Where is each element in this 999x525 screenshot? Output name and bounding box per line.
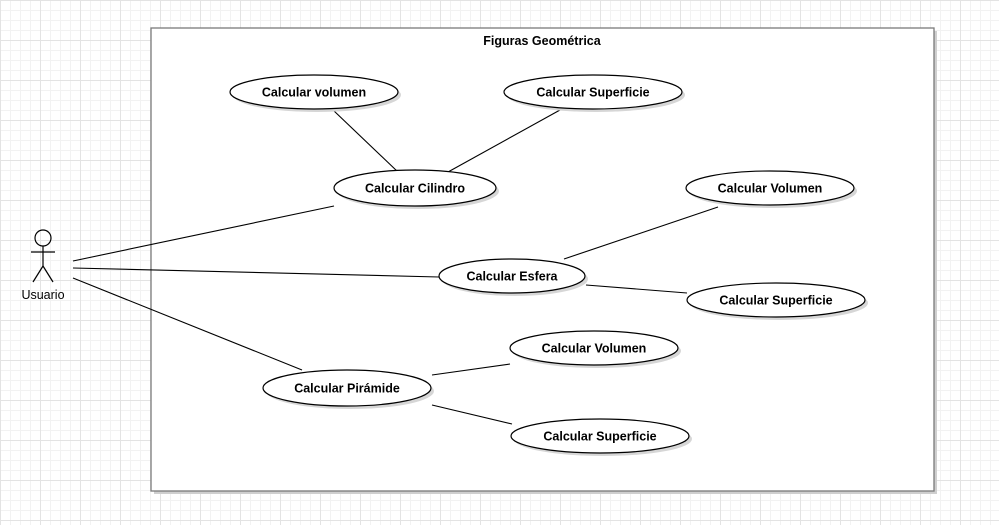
edge-actor-piramide[interactable] — [72, 277, 303, 371]
edge-piramide-superficie[interactable] — [431, 404, 513, 425]
system-title: Figuras Geométrica — [483, 34, 601, 48]
edge-cilindro-volumen[interactable] — [332, 109, 399, 173]
stick-figure-icon — [31, 229, 55, 283]
edge-actor-cilindro[interactable] — [72, 205, 335, 262]
edge-piramide-volumen[interactable] — [431, 363, 511, 376]
use-case-cilindro-superficie[interactable]: Calcular Superficie — [503, 74, 685, 112]
use-case-label: Calcular Esfera — [466, 270, 558, 284]
use-case-label: Calcular volumen — [262, 86, 366, 100]
use-case-label: Calcular Superficie — [536, 86, 649, 100]
use-case-piramide-superficie[interactable]: Calcular Superficie — [510, 418, 692, 456]
use-case-cilindro-volumen[interactable]: Calcular volumen — [229, 74, 401, 112]
use-case-label: Calcular Pirámide — [294, 382, 400, 396]
use-case-label: Calcular Superficie — [543, 430, 656, 444]
use-case-piramide-volumen[interactable]: Calcular Volumen — [509, 330, 681, 368]
actor-label: Usuario — [21, 288, 64, 302]
use-case-esfera-superficie[interactable]: Calcular Superficie — [686, 282, 868, 320]
use-case-label: Calcular Volumen — [718, 182, 823, 196]
use-case-label: Calcular Cilindro — [365, 182, 465, 196]
use-case-calcular-cilindro[interactable]: Calcular Cilindro — [333, 169, 499, 209]
associations — [72, 109, 719, 425]
use-case-calcular-piramide[interactable]: Calcular Pirámide — [262, 369, 434, 409]
use-case-label: Calcular Superficie — [719, 294, 832, 308]
edge-esfera-volumen[interactable] — [563, 206, 719, 260]
edge-actor-esfera[interactable] — [72, 267, 440, 278]
use-case-esfera-volumen[interactable]: Calcular Volumen — [685, 170, 857, 208]
use-case-calcular-esfera[interactable]: Calcular Esfera — [438, 258, 588, 296]
edge-esfera-superficie[interactable] — [585, 284, 688, 294]
edge-cilindro-superficie[interactable] — [447, 109, 561, 173]
use-case-label: Calcular Volumen — [542, 342, 647, 356]
actor-usuario[interactable]: Usuario — [21, 229, 65, 302]
